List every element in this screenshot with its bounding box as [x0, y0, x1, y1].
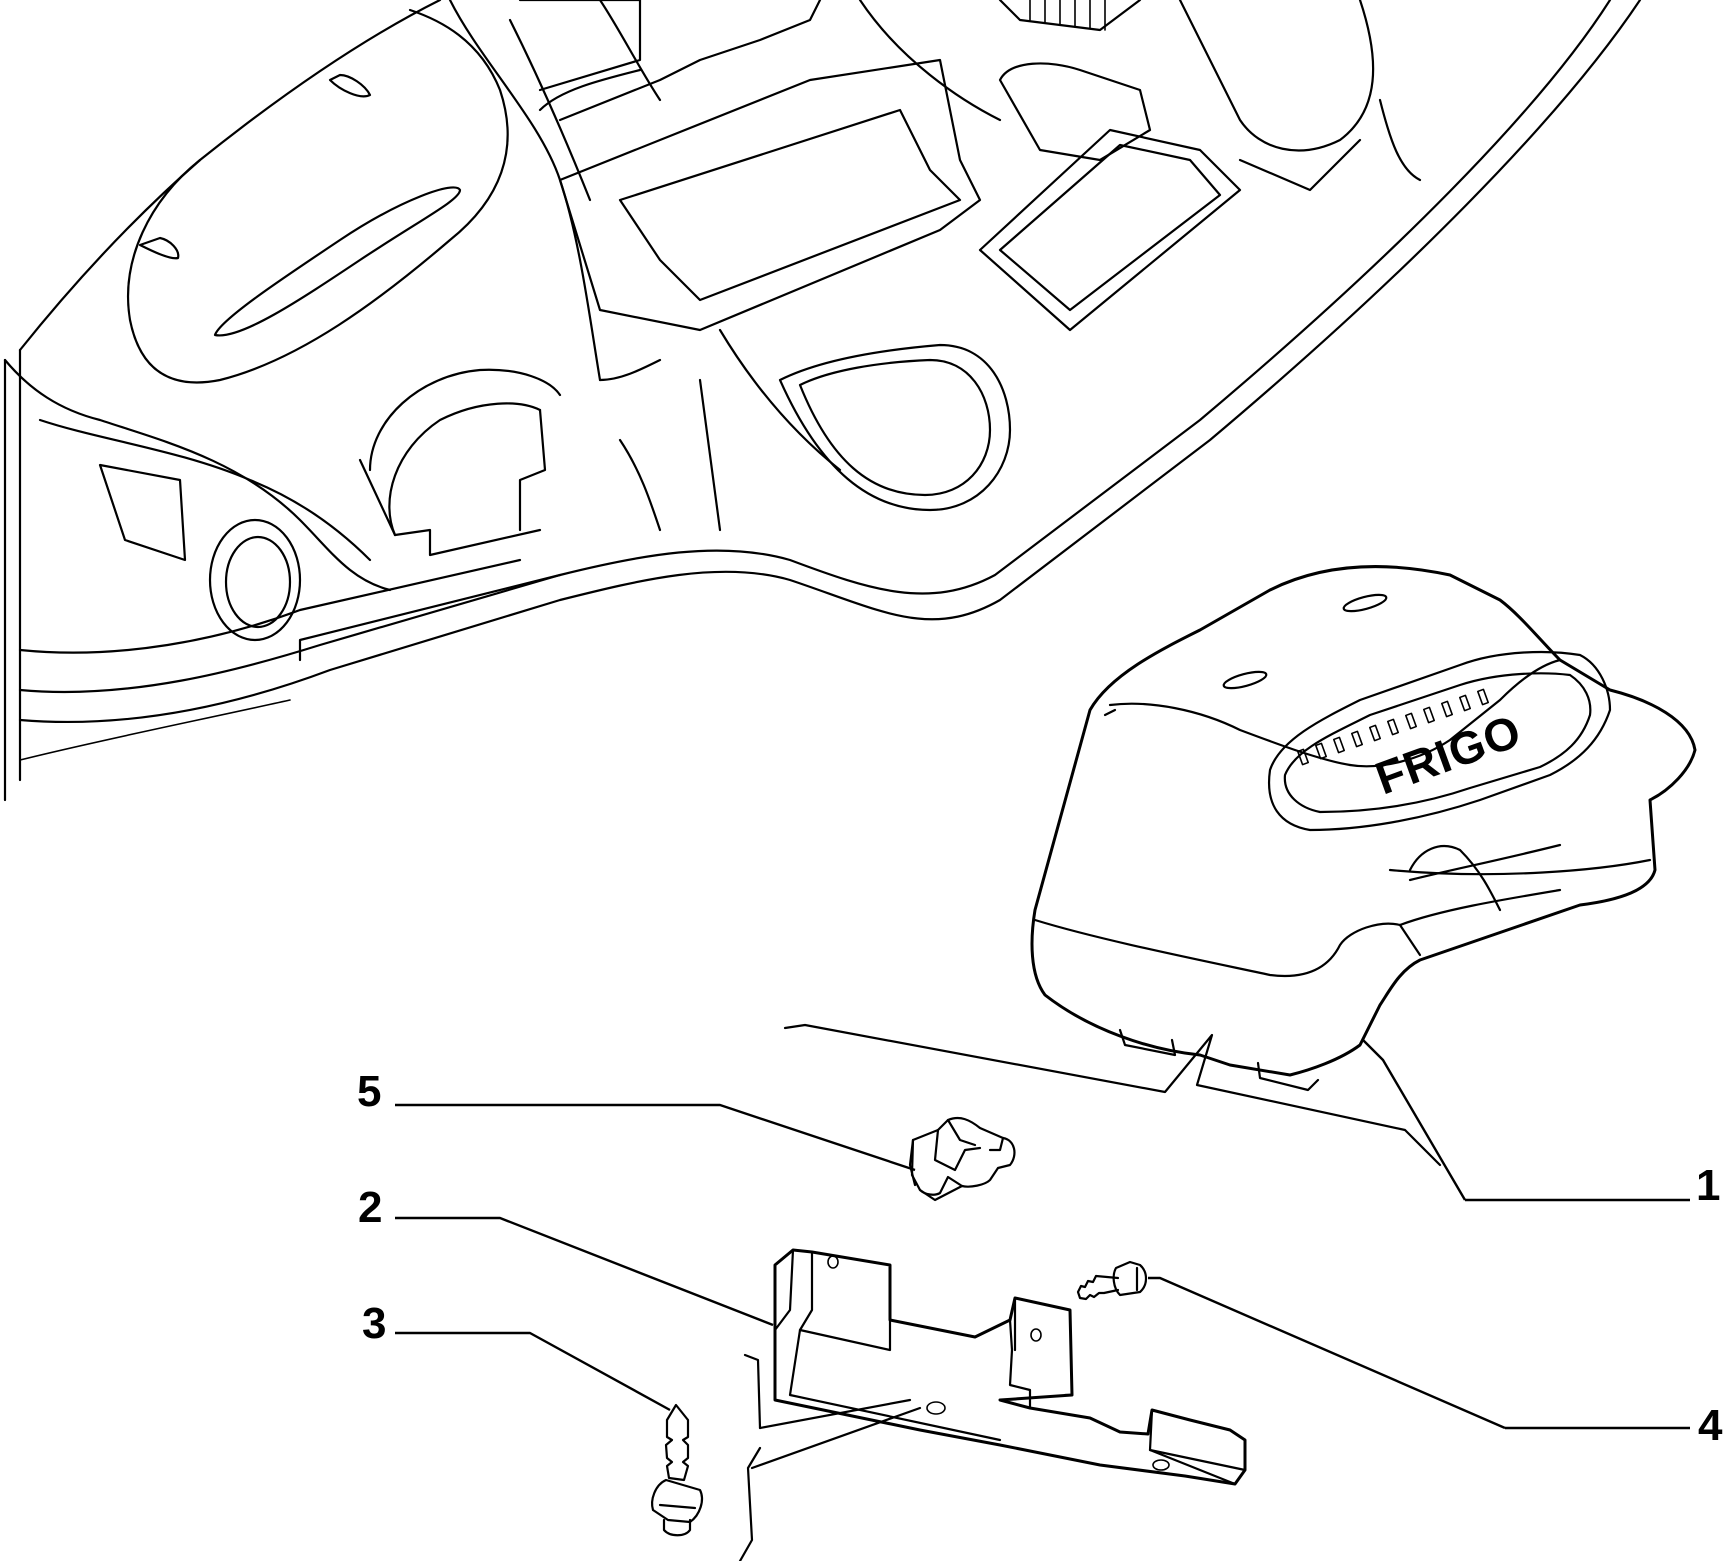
vent-slots [1296, 688, 1490, 766]
clip-part-5 [908, 1116, 1016, 1202]
callout-1: 1 [1696, 1161, 1720, 1210]
mounting-bracket [773, 1248, 1247, 1486]
callout-5: 5 [357, 1067, 381, 1116]
leader-lines [395, 1023, 1690, 1561]
dashboard-assembly [3, 0, 1642, 802]
callout-4: 4 [1698, 1401, 1723, 1450]
callout-3: 3 [362, 1299, 386, 1348]
callout-2: 2 [358, 1183, 382, 1232]
callout-labels: 1 2 3 4 5 [357, 1067, 1723, 1450]
screw-part-3 [651, 1403, 704, 1537]
screw-part-4 [1076, 1260, 1148, 1301]
fridge-unit: FRIGO [1030, 565, 1697, 1092]
